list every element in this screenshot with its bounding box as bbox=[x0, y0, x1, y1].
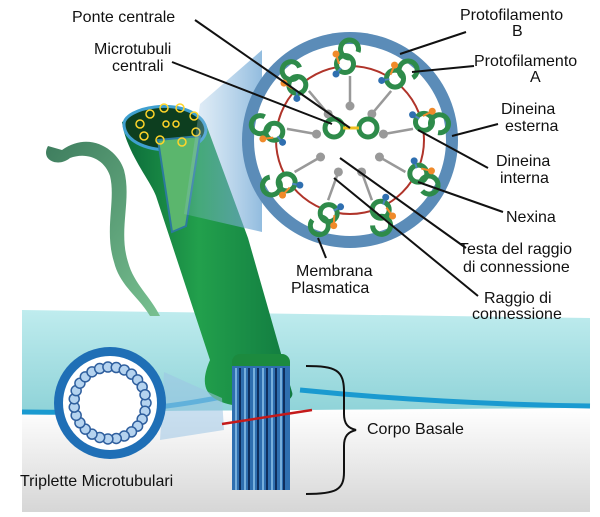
outer-dynein-head bbox=[279, 192, 286, 199]
leader-line bbox=[400, 32, 466, 54]
label-outer-dynein: Dineina bbox=[501, 101, 555, 118]
axoneme-cross-section bbox=[242, 32, 458, 248]
label-protofilament-a-line2: A bbox=[530, 69, 541, 86]
basal-body bbox=[232, 366, 290, 490]
label-inner-dynein: Dineina bbox=[496, 153, 550, 170]
inner-dynein-head bbox=[378, 77, 385, 84]
triplet-cross-section bbox=[54, 347, 166, 459]
outer-dynein-head bbox=[428, 167, 435, 174]
spoke-head bbox=[379, 130, 388, 139]
label-plasma-membrane-line2: Plasmatica bbox=[291, 280, 369, 297]
spoke-head bbox=[375, 153, 384, 162]
label-inner-dynein-line2: interna bbox=[500, 170, 549, 187]
label-protofilament-a: Protofilamento bbox=[474, 53, 577, 70]
outer-dynein-head bbox=[429, 108, 436, 115]
inner-dynein-head bbox=[337, 203, 344, 210]
inner-dynein-head bbox=[296, 182, 303, 189]
label-protofilament-b: Protofilamento bbox=[460, 7, 563, 24]
inner-dynein-head bbox=[279, 139, 286, 146]
outer-dynein-head bbox=[333, 51, 340, 58]
label-spoke-head-line2: di connessione bbox=[463, 259, 570, 276]
outer-dynein-head bbox=[330, 222, 337, 229]
label-radial-spoke-line2: connessione bbox=[472, 306, 562, 323]
label-radial-spoke: Raggio di bbox=[484, 290, 552, 307]
spoke-head bbox=[312, 130, 321, 139]
spoke-head bbox=[316, 153, 325, 162]
spoke-head bbox=[346, 102, 355, 111]
outer-dynein-head bbox=[391, 62, 398, 69]
spoke-head bbox=[334, 167, 343, 176]
leader-line bbox=[452, 124, 498, 136]
label-spoke-head: Testa del raggio bbox=[459, 241, 572, 258]
outer-dynein-head bbox=[389, 213, 396, 220]
label-nexin: Nexina bbox=[506, 209, 556, 226]
inner-dynein-head bbox=[333, 71, 340, 78]
label-protofilament-b-line2: B bbox=[512, 23, 523, 40]
outer-dynein-head bbox=[259, 135, 266, 142]
inner-dynein-head bbox=[411, 157, 418, 164]
label-microtubule-triplets: Triplette Microtubulari bbox=[20, 473, 173, 490]
inner-dynein-head bbox=[293, 95, 300, 102]
label-outer-dynein-line2: esterna bbox=[505, 118, 558, 135]
inner-dynein-head bbox=[382, 194, 389, 201]
label-central-microtubules-line2: centrali bbox=[112, 58, 164, 75]
inner-dynein-head bbox=[409, 111, 416, 118]
label-central-bridge: Ponte centrale bbox=[72, 9, 175, 26]
label-plasma-membrane: Membrana bbox=[296, 263, 373, 280]
label-basal-body: Corpo Basale bbox=[367, 421, 464, 438]
label-central-microtubules: Microtubuli bbox=[94, 41, 171, 58]
microtubule-triplet bbox=[140, 390, 150, 400]
